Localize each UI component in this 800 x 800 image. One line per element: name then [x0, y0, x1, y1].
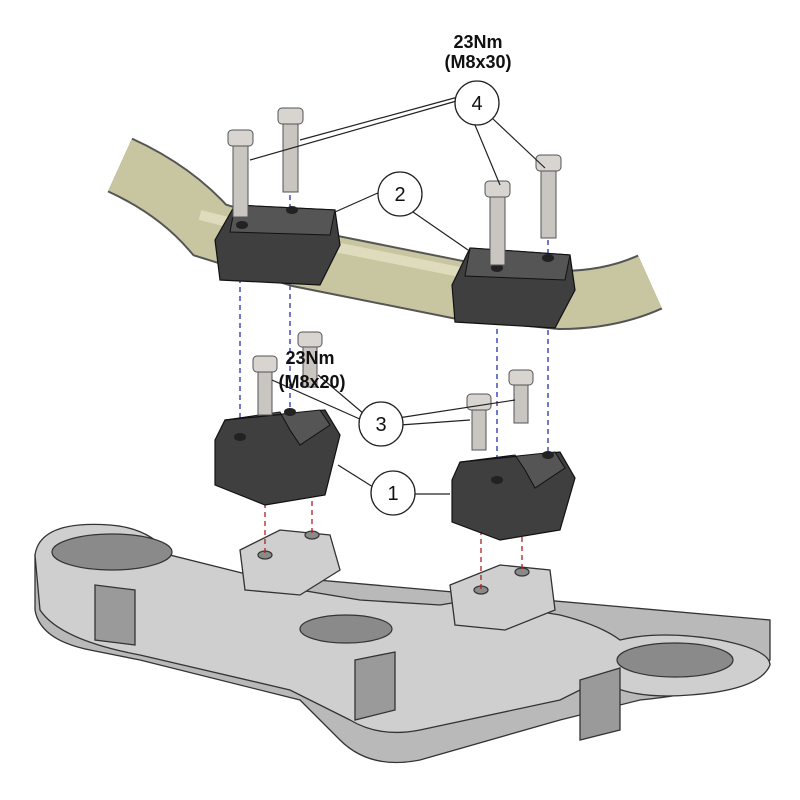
leader-lines	[249, 96, 546, 495]
callout-3: 3	[358, 401, 404, 447]
lower-torque-label: 23Nm	[285, 348, 334, 368]
lower-bolts	[252, 331, 534, 451]
lower-bolt-spec: (M8x20)	[278, 372, 345, 392]
callout-3-label: 3	[375, 414, 386, 436]
upper-torque-label: 23Nm	[453, 32, 502, 52]
callout-4: 4	[454, 80, 500, 126]
upper-bolt-spec: (M8x30)	[444, 52, 511, 72]
callout-1-label: 1	[387, 483, 398, 505]
callout-2-label: 2	[394, 184, 405, 206]
upper-clamp-right	[451, 247, 576, 329]
triple-clamp	[34, 523, 771, 764]
lower-riser-left	[214, 408, 341, 506]
upper-clamp-left	[214, 204, 341, 286]
callout-2: 2	[377, 171, 423, 217]
callout-1: 1	[370, 470, 416, 516]
callout-4-label: 4	[471, 93, 482, 115]
upper-bolts	[227, 107, 562, 266]
lower-riser-right	[451, 451, 576, 541]
